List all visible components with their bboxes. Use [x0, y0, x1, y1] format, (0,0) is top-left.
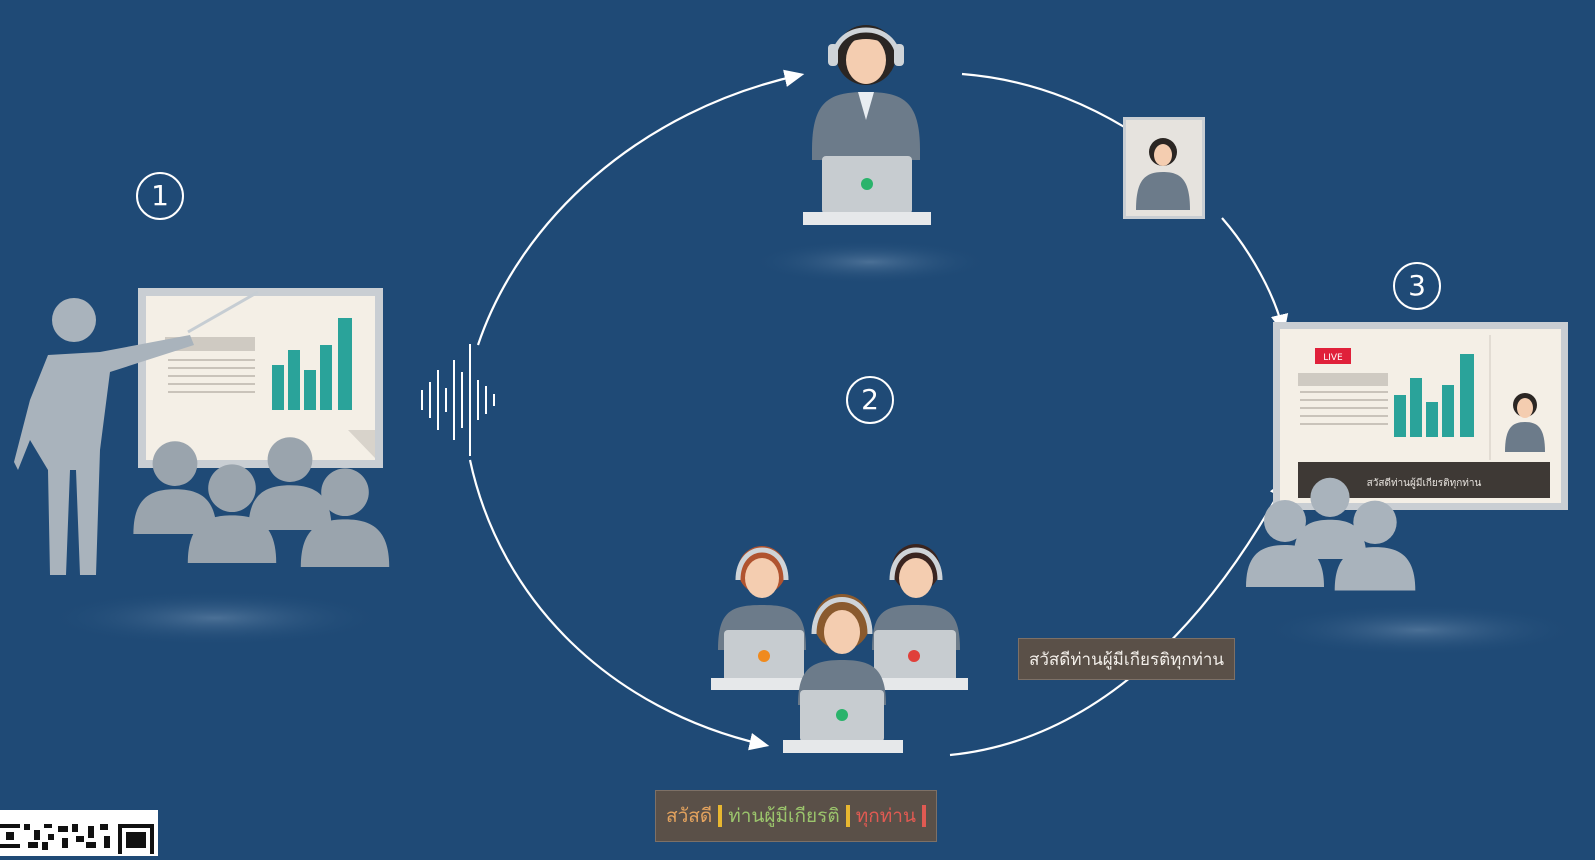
subtitle-segment-3: ทุกท่าน: [855, 805, 926, 827]
floor-shadow: [45, 590, 385, 646]
display-screen: สวัสดีท่านผู้มีเกียรติทุกท่าน: [1273, 322, 1568, 510]
floor-shadow: [750, 240, 990, 284]
screen-bar-chart: [1394, 354, 1474, 437]
arrow-to-interpreter: [476, 69, 805, 346]
interpreter-booth: [803, 25, 931, 225]
presentation-board: [138, 288, 383, 468]
arrow-to-translators: [468, 459, 770, 751]
live-subtitle-caption: สวัสดีท่านผู้มีเกียรติทุกท่าน: [655, 790, 937, 842]
live-badge: [1315, 348, 1351, 364]
translation-caption: สวัสดีท่านผู้มีเกียรติทุกท่าน: [1018, 638, 1235, 680]
presenter-figure: [14, 298, 194, 575]
qr-code-image: [0, 810, 158, 856]
sound-wave-icon: [421, 344, 495, 456]
step-3-badge: 3: [1393, 262, 1441, 310]
translator-team: [711, 544, 968, 753]
board-bar-chart: [272, 318, 352, 410]
interpreter-thumbnail: [1123, 117, 1205, 219]
step-2-badge: 2: [846, 376, 894, 424]
step-1-badge: 1: [136, 172, 184, 220]
arrow-interpreter-out: [961, 72, 1146, 141]
arrow-to-screen: [1221, 217, 1289, 335]
live-badge-text: LIVE: [1323, 353, 1343, 363]
subtitle-segment-2: ท่านผู้มีเกียรติ: [728, 805, 850, 827]
screen-subtitle-text: สวัสดีท่านผู้มีเกียรติทุกท่าน: [1367, 477, 1482, 489]
arrow-translators-to-screen: [949, 478, 1288, 757]
floor-shadow: [1260, 604, 1580, 656]
subtitle-segment-1: สวัสดี: [666, 805, 723, 827]
